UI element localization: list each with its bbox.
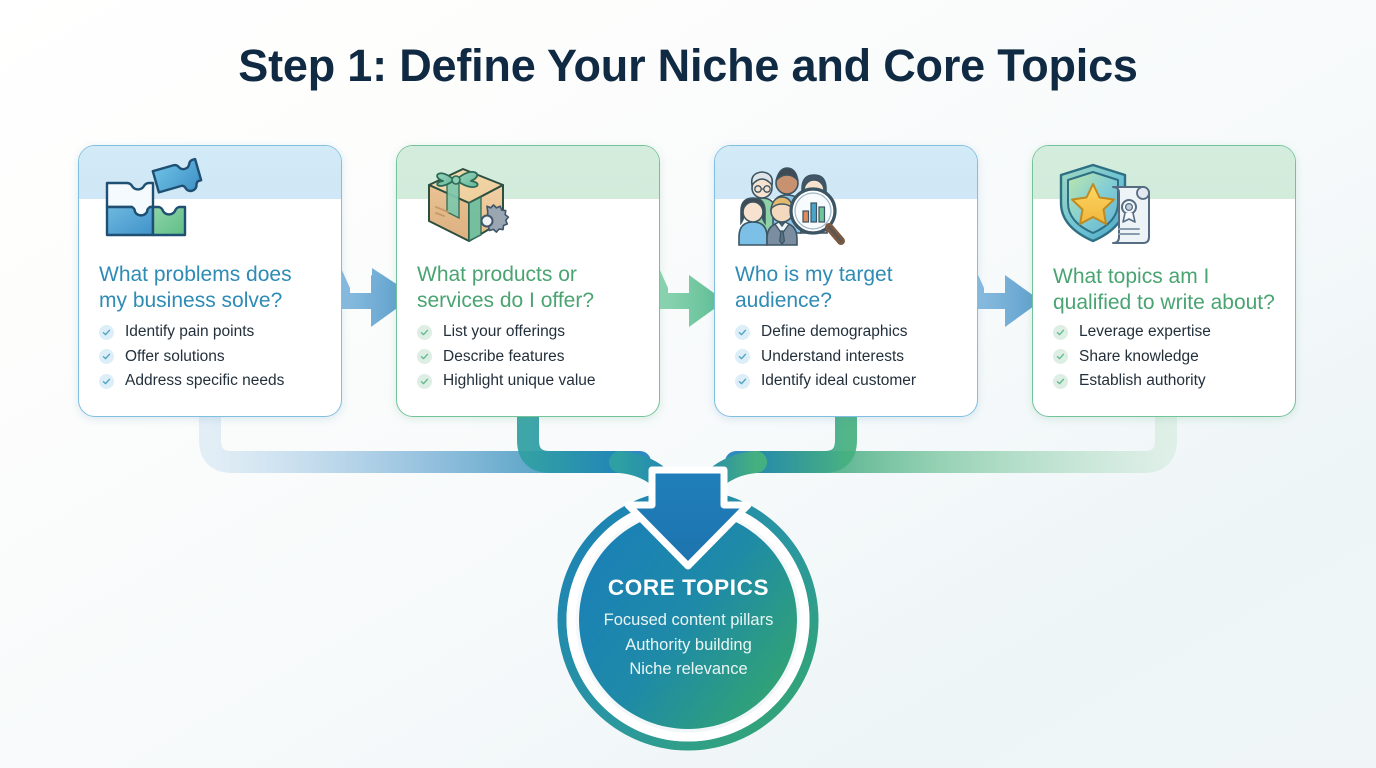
check-icon xyxy=(735,349,750,365)
card-heading: What products or services do I offer? xyxy=(417,262,649,314)
list-item-label: Highlight unique value xyxy=(443,372,596,390)
list-item-label: Describe features xyxy=(443,347,565,365)
list-item-label: Address specific needs xyxy=(125,372,285,390)
check-icon xyxy=(1053,324,1068,340)
check-icon xyxy=(735,324,750,340)
list-item-label: Share knowledge xyxy=(1079,347,1199,365)
list-item-label: Offer solutions xyxy=(125,347,225,365)
check-icon xyxy=(417,373,432,389)
list-item-label: Leverage expertise xyxy=(1079,323,1211,341)
list-item[interactable]: Offer solutions xyxy=(99,345,339,370)
list-item-label: Establish authority xyxy=(1079,372,1206,390)
gift-box-gear-icon xyxy=(417,159,529,251)
heading-line-1: Who is my target xyxy=(735,263,893,286)
card-bullet-list: Define demographics Understand interests… xyxy=(735,320,975,394)
card-products[interactable]: What products or services do I offer? Li… xyxy=(396,145,660,417)
list-item[interactable]: Identify ideal customer xyxy=(735,369,975,394)
card-audience[interactable]: Who is my target audience? Define demogr… xyxy=(714,145,978,417)
list-item[interactable]: Establish authority xyxy=(1053,369,1293,394)
check-icon xyxy=(99,324,114,340)
heading-line-2: my business solve? xyxy=(99,289,283,312)
list-item-label: List your offerings xyxy=(443,323,566,341)
heading-line-1: What products or xyxy=(417,263,577,286)
heading-line-2: qualified to write about? xyxy=(1053,291,1275,314)
list-item-label: Identify ideal customer xyxy=(761,372,917,390)
core-down-arrow xyxy=(624,466,752,570)
check-icon xyxy=(417,324,432,340)
puzzle-pieces-icon xyxy=(99,157,211,251)
card-heading: What topics am I qualified to write abou… xyxy=(1053,262,1287,320)
check-icon xyxy=(99,349,114,365)
arrow-card2-to-card3 xyxy=(653,268,725,327)
card-bullet-list: List your offerings Describe features Hi… xyxy=(417,320,657,394)
card-heading: Who is my target audience? xyxy=(735,262,967,314)
card-bullet-list: Leverage expertise Share knowledge Estab… xyxy=(1053,320,1293,394)
heading-line-1: What topics am I xyxy=(1053,265,1210,288)
list-item[interactable]: Describe features xyxy=(417,345,657,370)
list-item[interactable]: Share knowledge xyxy=(1053,345,1293,370)
card-heading: What problems does my business solve? xyxy=(99,262,331,314)
card-bullet-list: Identify pain points Offer solutions Add… xyxy=(99,320,339,394)
heading-line-1: What problems does xyxy=(99,263,292,286)
list-item-label: Understand interests xyxy=(761,347,905,365)
card-problems[interactable]: What problems does my business solve? Id… xyxy=(78,145,342,417)
heading-line-2: services do I offer? xyxy=(417,289,595,312)
audience-magnifier-icon xyxy=(735,159,847,251)
check-icon xyxy=(735,373,750,389)
list-item[interactable]: Address specific needs xyxy=(99,369,339,394)
list-item[interactable]: List your offerings xyxy=(417,320,657,345)
wire-card3-to-core xyxy=(725,406,857,473)
list-item[interactable]: Define demographics xyxy=(735,320,975,345)
list-item[interactable]: Identify pain points xyxy=(99,320,339,345)
list-item-label: Identify pain points xyxy=(125,323,255,341)
check-icon xyxy=(99,373,114,389)
wire-card2-to-core xyxy=(517,406,651,473)
arrow-card1-to-card2 xyxy=(335,268,407,327)
list-item[interactable]: Leverage expertise xyxy=(1053,320,1293,345)
page-title: Step 1: Define Your Niche and Core Topic… xyxy=(238,40,1138,91)
list-item-label: Define demographics xyxy=(761,323,908,341)
check-icon xyxy=(417,349,432,365)
check-icon xyxy=(1053,349,1068,365)
list-item[interactable]: Highlight unique value xyxy=(417,369,657,394)
card-topics[interactable]: What topics am I qualified to write abou… xyxy=(1032,145,1296,417)
check-icon xyxy=(1053,373,1068,389)
arrow-card3-to-card4 xyxy=(969,268,1041,327)
heading-line-2: audience? xyxy=(735,289,832,312)
wire-card1-to-core xyxy=(199,406,631,473)
wire-card4-to-core xyxy=(745,406,1177,473)
shield-star-certificate-icon xyxy=(1053,159,1165,251)
list-item[interactable]: Understand interests xyxy=(735,345,975,370)
